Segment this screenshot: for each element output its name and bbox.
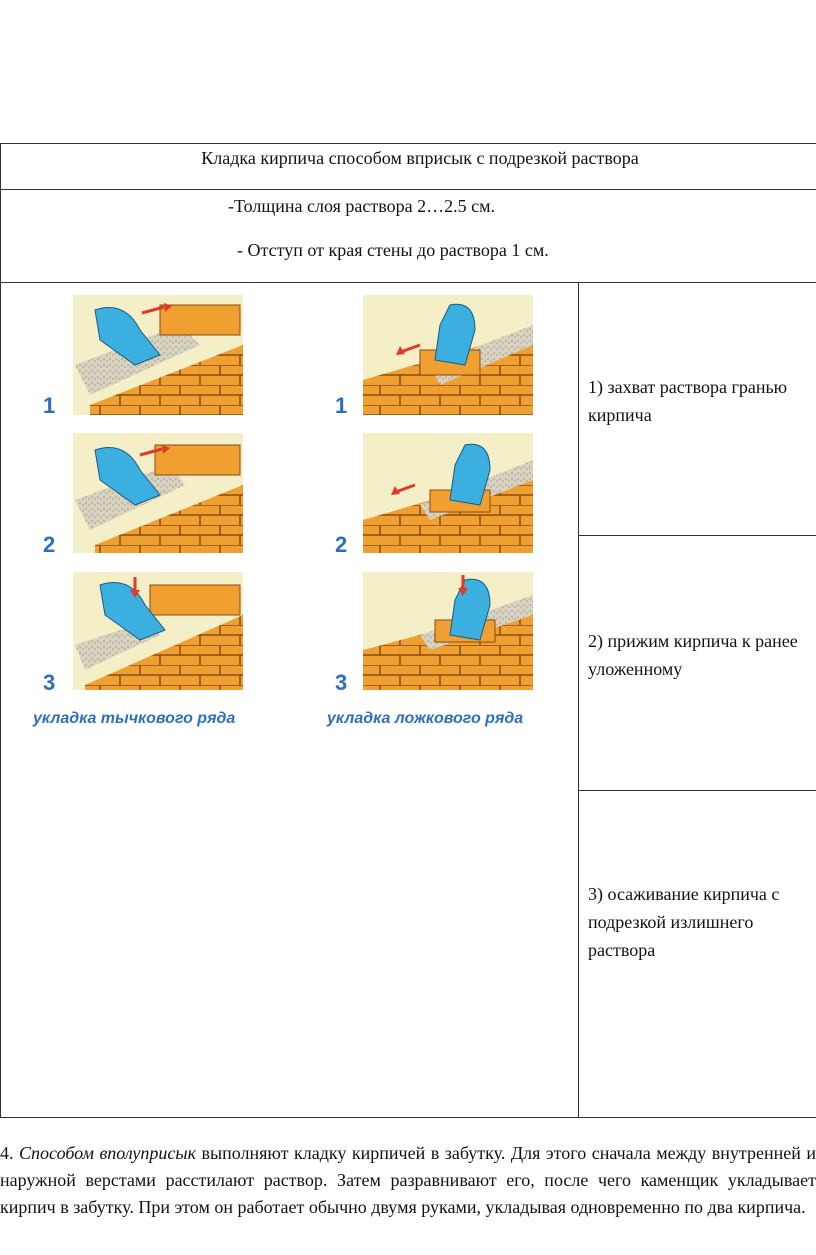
header-row-panel-2 [73,433,243,553]
paragraph-number: 4. [0,1143,14,1163]
table-bottom-border [0,1117,816,1118]
step-number-right-3: 3 [335,670,348,695]
stretcher-row-panel-3 [363,572,533,690]
table-left-border [0,143,1,1118]
table-row-border [578,535,816,536]
table-top-border [0,143,816,144]
stretcher-row-caption: укладка ложкового ряда [327,710,524,727]
paragraph-italic-term: Способом вполуприсык [19,1143,197,1163]
mortar-offset: - Отступ от края стены до раствора 1 см. [237,240,549,260]
table-column-border [578,282,579,1118]
header-row-panel-1 [73,295,243,415]
table-row-border [0,189,816,190]
header-row-panel-3 [73,572,243,690]
mortar-thickness: -Толщина слоя раствора 2…2.5 см. [228,196,495,216]
step-number-right-2: 2 [335,532,348,557]
table-row-border [0,282,816,283]
header-row-caption: укладка тычкового ряда [33,710,236,727]
table-title: Кладка кирпича способом вприсык с подрез… [201,148,639,168]
step-number-right-1: 1 [335,393,348,418]
table-row-border [578,790,816,791]
step-1-text: 1) захват раствора гранью кирпича [588,377,788,425]
step-number-left-3: 3 [43,670,56,695]
stretcher-row-panel-1 [363,295,533,415]
step-2-text: 2) прижим кирпича к ранее уложенному [588,631,798,679]
paragraph-text: выполняют кладку кирпичей в забутку. Для… [0,1143,816,1217]
step-number-left-1: 1 [43,393,56,418]
stretcher-row-panel-2 [363,433,533,553]
step-number-left-2: 2 [43,532,56,557]
step-3-text: 3) осаживание кирпича с подрезкой излишн… [588,884,780,960]
brick-laying-illustration [73,295,533,690]
paragraph-4: 4. Способом вполуприсык выполняют кладку… [0,1140,816,1221]
